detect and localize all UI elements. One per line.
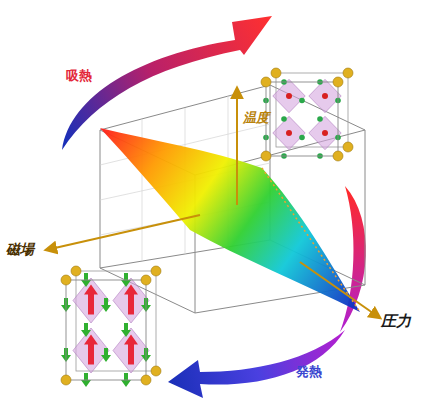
corner-atom (333, 151, 343, 161)
corner-atom (151, 266, 161, 276)
corner-atom (141, 275, 151, 285)
cell-front (266, 82, 338, 156)
crystal-structure (261, 68, 353, 161)
label-anchor: 温度 (243, 108, 269, 126)
spin-up-arrow (124, 335, 138, 365)
atom (286, 93, 292, 99)
octahedron (113, 328, 149, 373)
crystal-structure (61, 266, 161, 387)
temperature-axis (236, 88, 238, 205)
axis-label: 温度 (243, 110, 269, 125)
pressure-axis (300, 262, 380, 318)
corner-atom (343, 68, 353, 78)
atom (299, 135, 305, 141)
octahedron (73, 328, 109, 373)
cycle-arrow (340, 186, 366, 332)
corner-atom (343, 142, 353, 152)
label-anchor: 磁場 (6, 240, 34, 258)
atom (299, 98, 305, 104)
axis-label: 圧力 (381, 312, 411, 330)
atom (317, 116, 323, 122)
atom (286, 130, 292, 136)
corner-atom (71, 266, 81, 276)
octahedron (113, 278, 149, 323)
cycle-arrow (168, 330, 345, 398)
label-anchor: 発熱 (296, 362, 322, 380)
octahedron (273, 79, 305, 112)
process-label: 吸熱 (66, 68, 92, 83)
octahedron (309, 116, 341, 149)
axis-label: 磁場 (6, 241, 34, 257)
corner-atom (151, 366, 161, 376)
spin-up-arrow (124, 285, 138, 315)
atom (281, 116, 287, 122)
label-anchor: 圧力 (381, 312, 411, 330)
octahedron (273, 116, 305, 149)
corner-atom (141, 375, 151, 385)
spin-down-arrow (121, 323, 131, 337)
spin-down-arrow (101, 348, 111, 362)
label-anchor: 吸熱 (66, 66, 92, 84)
process-label: 発熱 (296, 364, 322, 379)
spin-up-arrow (84, 285, 98, 315)
spin-up-arrow (84, 335, 98, 365)
atom (322, 130, 328, 136)
corner-atom (261, 77, 271, 87)
cycle-arrow (62, 16, 272, 150)
corner-atom (271, 68, 281, 78)
corner-atom (261, 151, 271, 161)
spin-down-arrow (101, 298, 111, 312)
cell-front (66, 280, 146, 380)
surface-dotted-edge (262, 168, 360, 312)
spin-down-arrow (81, 323, 91, 337)
corner-atom (333, 77, 343, 87)
field-axis (46, 215, 200, 250)
octahedron (73, 278, 109, 323)
corner-atom (61, 375, 71, 385)
atom (322, 93, 328, 99)
corner-atom (61, 275, 71, 285)
